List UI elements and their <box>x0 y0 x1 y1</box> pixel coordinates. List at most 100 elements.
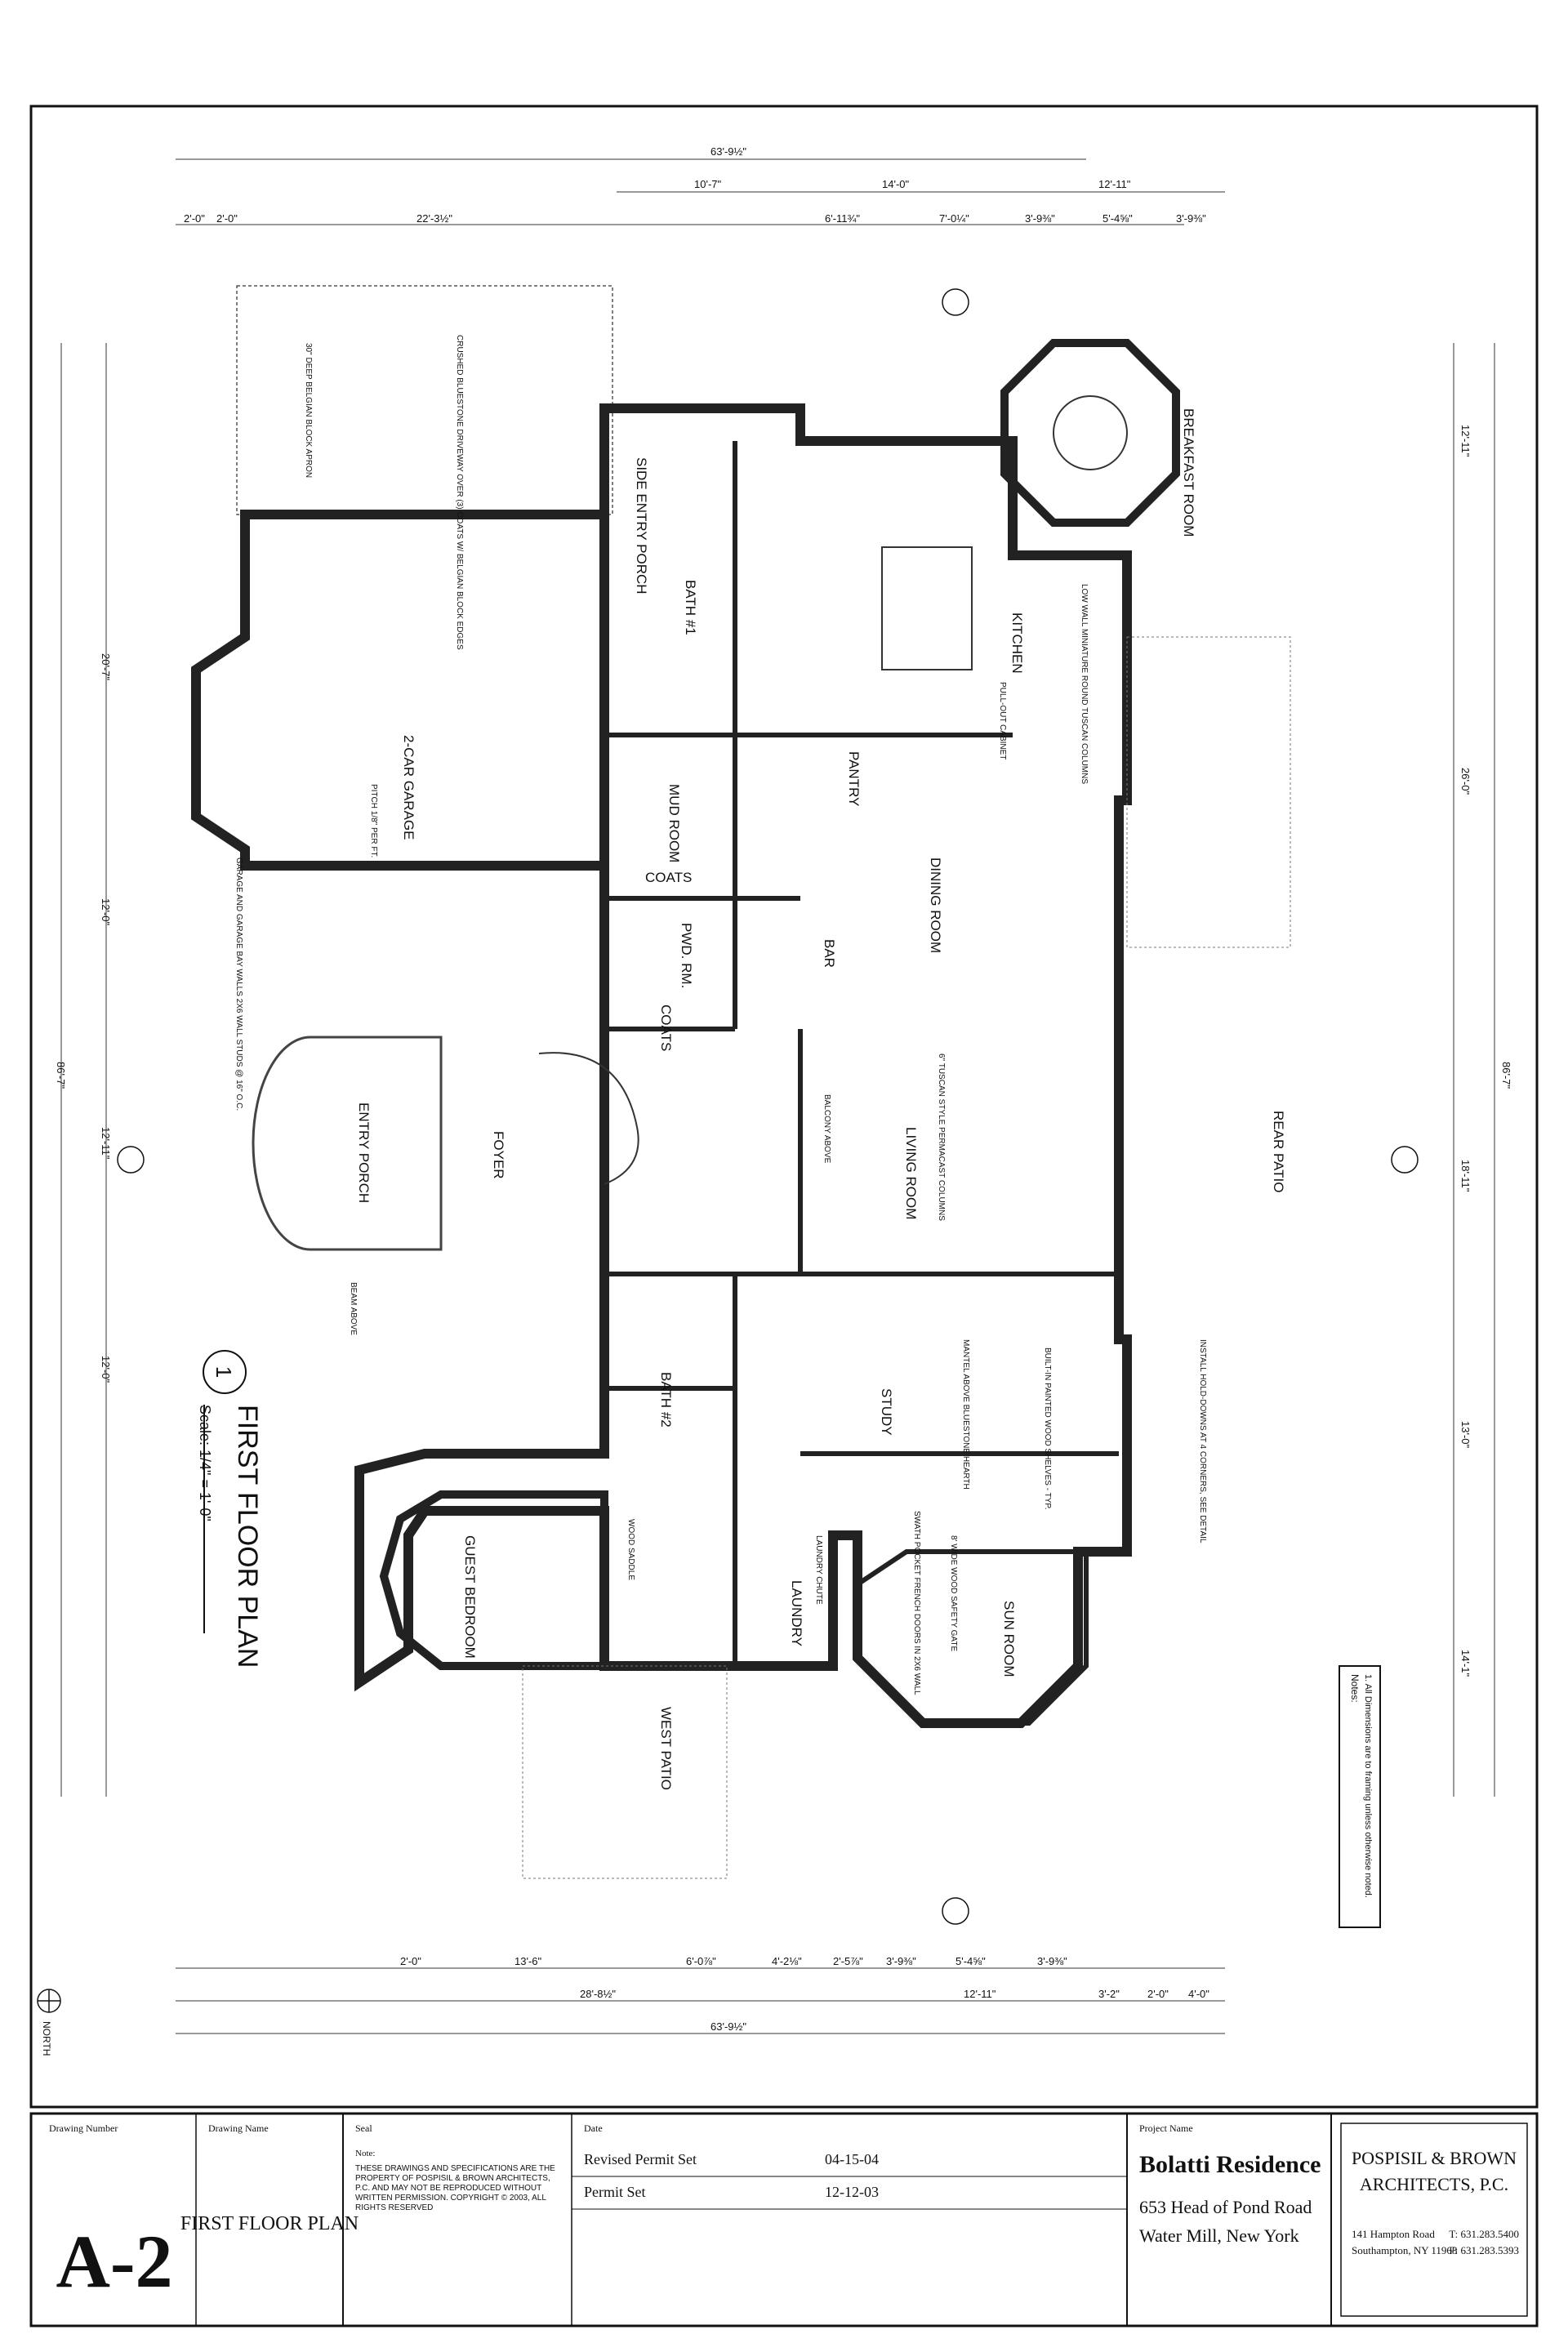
room-label-powder-room: PWD. RM. <box>679 923 694 988</box>
view-number: 1 <box>212 1366 236 1378</box>
project-name: Bolatti Residence <box>1139 2151 1321 2178</box>
entry-porch <box>252 1036 443 1251</box>
room-label-coats-2: COATS <box>658 1004 674 1051</box>
copyright-notice: THESE DRAWINGS AND SPECIFICATIONS ARE TH… <box>355 2164 555 2212</box>
dim-overall-bottom: 63'-9½" <box>710 2020 746 2033</box>
annotation-balcony: BALCONY ABOVE <box>822 1094 831 1164</box>
room-label-laundry: LAUNDRY <box>789 1580 804 1646</box>
dimension-lines <box>60 158 1495 2034</box>
dim-bottom-1: 28'-8½" <box>580 1988 616 2000</box>
project-caption: Project Name <box>1139 2123 1193 2134</box>
driveway <box>236 285 613 515</box>
firm-name-2: ARCHITECTS, P.C. <box>1360 2174 1508 2194</box>
foyer-stair <box>538 1052 639 1185</box>
dim-top-3: 12'-11" <box>1098 178 1131 190</box>
plan-title: FIRST FLOOR PLAN <box>232 1405 263 1668</box>
guest-bedroom-bay <box>379 1490 608 1670</box>
annotation-hold-downs: INSTALL HOLD-DOWNS AT 4 CORNERS, SEE DET… <box>1198 1339 1207 1544</box>
dim-overall-top: 63'-9½" <box>710 145 746 158</box>
seal-caption: Seal <box>355 2123 372 2134</box>
kitchen-island <box>881 546 973 670</box>
dim-top-2: 14'-0" <box>882 178 910 190</box>
room-label-study: STUDY <box>879 1388 894 1436</box>
room-label-sun-room: SUN ROOM <box>1001 1601 1017 1677</box>
firm-fax: F: 631.283.5393 <box>1449 2244 1519 2256</box>
dim-left-1: 20'-7" <box>100 653 112 681</box>
dim-top-detail-1: 2'-0" <box>184 212 205 225</box>
annotation-shelves: BUILT-IN PAINTED WOOD SHELVES - TYP. <box>1043 1348 1052 1510</box>
dim-bottom-detail-8: 3'-9⅜" <box>1037 1955 1067 1967</box>
dim-bottom-3: 3'-2" <box>1098 1988 1120 2000</box>
dim-top-detail-7: 5'-4⅝" <box>1102 212 1133 225</box>
plan-scale: Scale: 1/4" = 1'-0" <box>197 1405 213 1521</box>
dim-right-5: 14'-1" <box>1459 1650 1472 1677</box>
dim-bottom-4: 2'-0" <box>1147 1988 1169 2000</box>
rev-caption: Date <box>584 2123 603 2134</box>
dim-top-detail-4: 6'-11¾" <box>825 212 860 225</box>
breakfast-table <box>1053 395 1128 470</box>
dim-top-1: 10'-7" <box>694 178 722 190</box>
house-outline <box>354 403 1132 1728</box>
annotation-laundry-chute: LAUNDRY CHUTE <box>814 1535 823 1605</box>
dim-bottom-5: 4'-0" <box>1188 1988 1209 2000</box>
dim-bottom-2: 12'-11" <box>964 1988 996 2000</box>
dim-right-4: 13'-0" <box>1459 1421 1472 1449</box>
room-label-side-entry-porch: SIDE ENTRY PORCH <box>634 457 649 595</box>
firm-name-1: POSPISIL & BROWN <box>1352 2148 1517 2168</box>
annotation-mantel: MANTEL ABOVE BLUESTONE HEARTH <box>961 1339 970 1490</box>
dim-bottom-detail-4: 4'-2⅛" <box>772 1955 802 1967</box>
room-label-bath-2: BATH #2 <box>658 1372 674 1428</box>
drawing-name-caption: Drawing Name <box>208 2123 269 2134</box>
west-patio <box>522 1665 728 1879</box>
annotation-pitch: PITCH 1/8" PER FT. <box>369 784 378 858</box>
sheet-border <box>29 105 1539 2109</box>
dim-bottom-detail-1: 2'-0" <box>400 1955 421 1967</box>
annotation-garage-walls: GARAGE AND GARAGE BAY WALLS 2X6 WALL STU… <box>234 858 243 1111</box>
dim-left-4: 12'-0" <box>100 1356 112 1383</box>
north-label: NORTH <box>41 2021 52 2056</box>
room-label-coats-1: COATS <box>645 870 692 885</box>
dim-top-detail-3: 22'-3½" <box>416 212 452 225</box>
plan-drawing: 2-CAR GARAGE MUD ROOM BATH #1 SIDE ENTRY… <box>37 145 1512 2056</box>
notes-box <box>1339 1665 1381 1928</box>
sun-room-octagon <box>855 1549 1089 1726</box>
rear-patio <box>1126 636 1291 948</box>
room-label-breakfast-room: BREAKFAST ROOM <box>1181 408 1196 537</box>
revision-2-date: 12-12-03 <box>825 2184 879 2200</box>
dimension-text: 63'-9½" 10'-7" 14'-0" 12'-11" 2'-0" 2'-0… <box>55 145 1512 2033</box>
revision-1-label: Revised Permit Set <box>584 2151 697 2167</box>
room-labels: 2-CAR GARAGE MUD ROOM BATH #1 SIDE ENTRY… <box>356 408 1286 1790</box>
revision-1-date: 04-15-04 <box>825 2151 879 2167</box>
dim-right-3: 18'-11" <box>1459 1160 1472 1192</box>
dim-top-detail-2: 2'-0" <box>216 212 238 225</box>
dim-top-detail-5: 7'-0¼" <box>939 212 969 225</box>
room-label-guest-bedroom: GUEST BEDROOM <box>462 1535 478 1659</box>
annotation-wood-saddle: WOOD SADDLE <box>626 1519 635 1580</box>
drawing-number-caption: Drawing Number <box>49 2123 118 2134</box>
room-label-foyer: FOYER <box>491 1131 506 1179</box>
room-label-living-room: LIVING ROOM <box>903 1127 919 1219</box>
dim-top-detail-6: 3'-9⅜" <box>1025 212 1055 225</box>
room-label-bar: BAR <box>822 939 837 968</box>
dim-right-1: 12'-11" <box>1459 425 1472 457</box>
plan-annotations: CRUSHED BLUESTONE DRIVEWAY OVER (3) COAT… <box>234 335 1207 1695</box>
drawing-number: A-2 <box>56 2220 172 2303</box>
annotation-apron: 30" DEEP BELGIAN BLOCK APRON <box>304 343 313 478</box>
annotation-pull-out: PULL-OUT CABINET <box>998 682 1007 760</box>
dim-top-detail-8: 3'-9⅜" <box>1176 212 1206 225</box>
interior-partitions <box>604 441 1119 1666</box>
north-arrow-icon <box>37 1989 61 2013</box>
title-block: Drawing Number A-2 Drawing Name FIRST FL… <box>49 2114 1528 2326</box>
room-label-kitchen: KITCHEN <box>1009 612 1025 674</box>
dim-overall-right: 86'-7" <box>1500 1062 1512 1089</box>
annotation-safety-gate: 8' WIDE WOOD SAFETY GATE <box>949 1535 958 1651</box>
section-markers <box>117 288 1419 1925</box>
project-address-2: Water Mill, New York <box>1139 2225 1299 2246</box>
notes-text: 1. All Dimensions are to framing unless … <box>1363 1674 1373 1898</box>
dim-bottom-detail-5: 2'-5⅞" <box>833 1955 863 1967</box>
room-label-dining-room: DINING ROOM <box>928 858 943 953</box>
title-block-border <box>29 2112 1539 2328</box>
dim-left-2: 12'-0" <box>100 898 112 926</box>
